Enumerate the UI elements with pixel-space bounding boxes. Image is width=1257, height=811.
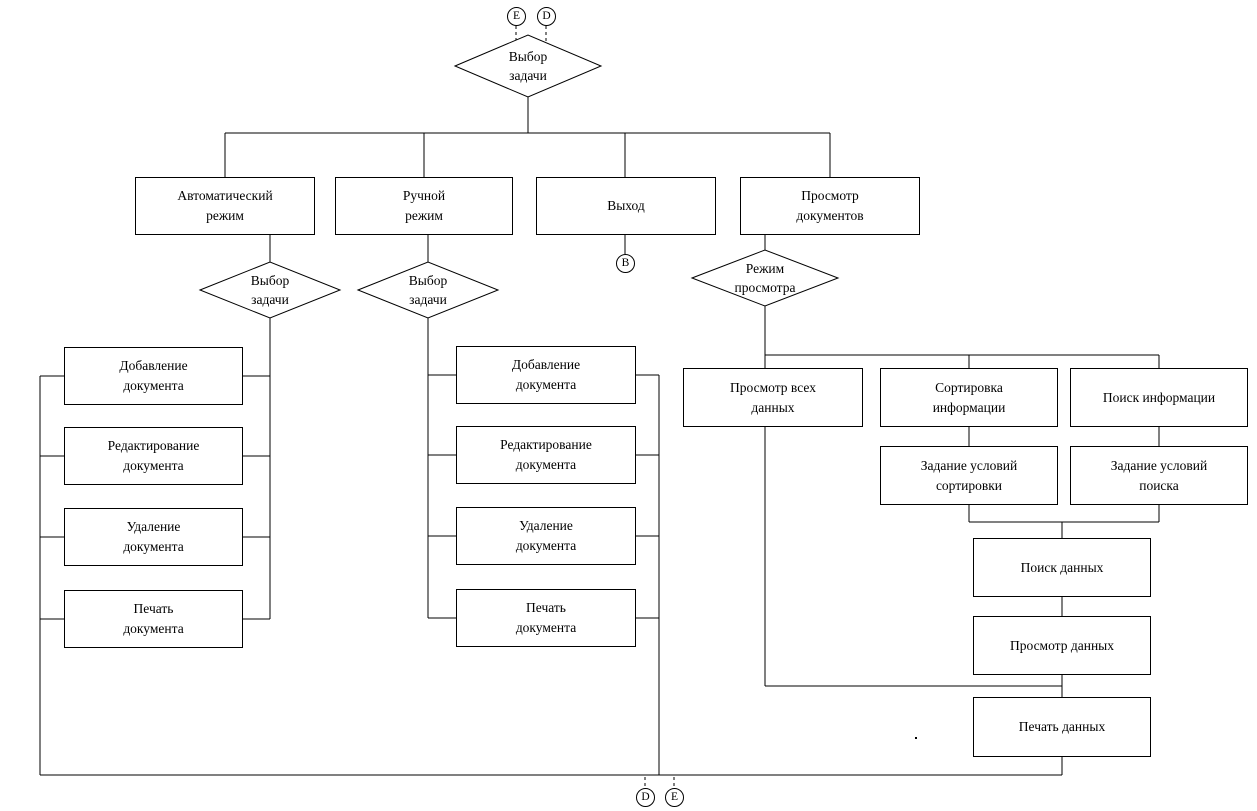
node-manual-add: Добавление документа bbox=[456, 346, 636, 404]
node-view-all-data-label: Просмотр всех данных bbox=[730, 379, 816, 415]
node-auto-mode-label: Автоматический режим bbox=[177, 188, 273, 223]
node-auto-add: Добавление документа bbox=[64, 347, 243, 405]
node-auto-print-label: Печать документа bbox=[123, 601, 184, 636]
node-search-data-label: Поиск данных bbox=[1020, 559, 1104, 575]
decision-root-label: Выбор задачи bbox=[508, 49, 548, 83]
offpage-connector-b-exit: B bbox=[616, 254, 635, 273]
node-search-data: Поиск данных bbox=[973, 538, 1151, 597]
offpage-connector-e-bottom: E bbox=[665, 788, 684, 807]
node-auto-edit-label: Редактирование документа bbox=[107, 438, 200, 473]
node-manual-mode: Ручной режим bbox=[335, 177, 513, 235]
node-auto-mode: Автоматический режим bbox=[135, 177, 315, 235]
node-manual-delete-label: Удаление документа bbox=[515, 518, 577, 553]
node-view-data: Просмотр данных bbox=[973, 616, 1151, 675]
node-manual-print: Печать документа bbox=[456, 589, 636, 647]
node-search-info-label: Поиск информации bbox=[1102, 389, 1216, 405]
node-auto-print: Печать документа bbox=[64, 590, 243, 648]
node-sort-conditions: Задание условий сортировки bbox=[880, 446, 1058, 505]
node-manual-edit-label: Редактирование документа bbox=[500, 437, 592, 472]
node-auto-add-label: Добавление документа bbox=[119, 358, 188, 393]
node-auto-delete: Удаление документа bbox=[64, 508, 243, 566]
node-search-conditions-label: Задание условий поиска bbox=[1110, 457, 1208, 493]
node-sort-conditions-label: Задание условий сортировки bbox=[920, 457, 1018, 493]
stray-dot bbox=[915, 737, 917, 739]
node-view-data-label: Просмотр данных bbox=[1009, 637, 1114, 653]
node-view-documents-label: Просмотр документов bbox=[796, 188, 864, 223]
node-auto-edit: Редактирование документа bbox=[64, 427, 243, 485]
decision-manual-outline bbox=[356, 261, 500, 319]
decision-manual-label: Выбор задачи bbox=[408, 273, 448, 307]
decision-view-mode-label: Режим просмотра bbox=[734, 261, 796, 295]
node-print-data-label: Печать данных bbox=[1018, 719, 1106, 734]
node-sort-info-label: Сортировка информации bbox=[932, 379, 1006, 415]
offpage-connector-e-top: E bbox=[507, 7, 526, 26]
node-exit-label: Выход bbox=[607, 198, 645, 213]
node-manual-print-label: Печать документа bbox=[515, 600, 577, 635]
node-view-all-data: Просмотр всех данных bbox=[683, 368, 863, 427]
node-view-documents: Просмотр документов bbox=[740, 177, 920, 235]
node-sort-info: Сортировка информации bbox=[880, 368, 1058, 427]
node-search-info: Поиск информации bbox=[1070, 368, 1248, 427]
decision-root-outline bbox=[453, 34, 603, 98]
node-manual-edit: Редактирование документа bbox=[456, 426, 636, 484]
decision-view-mode-outline bbox=[690, 249, 840, 307]
decision-auto-label: Выбор задачи bbox=[250, 273, 290, 307]
offpage-connector-d-bottom: D bbox=[636, 788, 655, 807]
node-manual-add-label: Добавление документа bbox=[511, 357, 581, 392]
node-print-data: Печать данных bbox=[973, 697, 1151, 757]
decision-auto-outline bbox=[198, 261, 342, 319]
node-manual-mode-label: Ручной режим bbox=[402, 188, 446, 223]
node-auto-delete-label: Удаление документа bbox=[123, 519, 184, 554]
node-exit: Выход bbox=[536, 177, 716, 235]
offpage-connector-d-top: D bbox=[537, 7, 556, 26]
node-manual-delete: Удаление документа bbox=[456, 507, 636, 565]
node-search-conditions: Задание условий поиска bbox=[1070, 446, 1248, 505]
